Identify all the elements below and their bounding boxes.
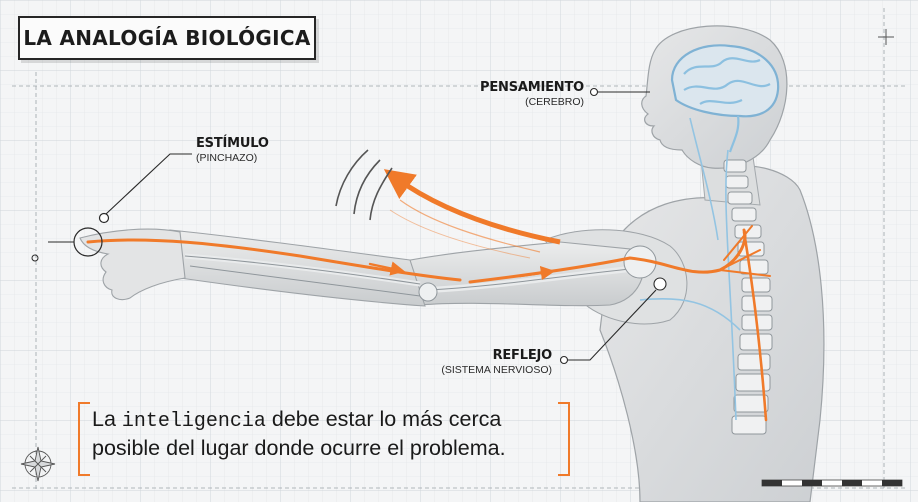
stimulus-marker [31,212,110,262]
label-reflejo-main: REFLEJO [492,348,553,363]
label-estimulo: ESTÍMULO (PINCHAZO) [196,136,269,164]
brain [670,44,780,153]
label-reflejo: REFLEJO (SISTEMA NERVIOSO) [424,348,552,376]
human-figure [79,25,825,502]
label-pensamiento-main: PENSAMIENTO [480,80,584,95]
label-estimulo-sub: (PINCHAZO) [196,152,258,164]
leader-lines [105,87,667,365]
spine [723,159,773,435]
nerve-pathway [86,225,771,422]
label-reflejo-sub: (SISTEMA NERVIOSO) [441,364,552,376]
page-title: LA ANALOGÍA BIOLÓGICA [23,26,311,50]
label-pensamiento: PENSAMIENTO (CEREBRO) [478,80,584,108]
label-estimulo-main: ESTÍMULO [196,136,269,151]
motion-lines [335,149,393,221]
reflex-arrow [383,169,561,259]
quote-box: La inteligencia debe estar lo más cerca … [78,402,570,476]
compass-rose-icon [20,446,56,482]
quote-line1-start: La [92,407,122,431]
quote-line1-mono: inteligencia [121,410,266,433]
quote-bracket-left [78,402,90,476]
quote-line2: posible del lugar donde ocurre el proble… [92,436,506,460]
crosshair-icon [878,29,894,45]
scale-bar-icon [761,479,903,487]
quote-line1-end: debe estar lo más cerca [265,407,502,431]
title-box: LA ANALOGÍA BIOLÓGICA [18,16,316,60]
hand [79,228,186,301]
label-pensamiento-sub: (CEREBRO) [525,96,584,108]
quote-text: La inteligencia debe estar lo más cerca … [92,406,572,462]
quote-bracket-right [558,402,570,476]
